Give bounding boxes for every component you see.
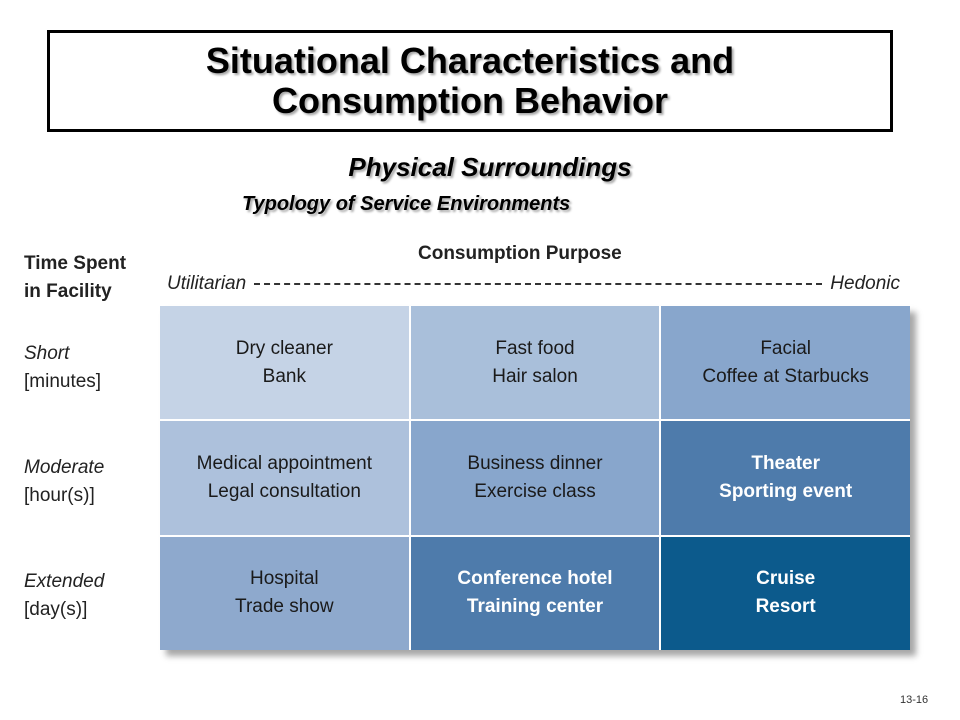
row-label-name: Moderate — [24, 457, 105, 478]
scale-right-label: Hedonic — [830, 273, 900, 294]
axis-left-line-2: in Facility — [24, 281, 112, 302]
cell-line: Theater — [751, 452, 820, 474]
typology-grid: Dry cleaner Bank Fast food Hair salon Fa… — [160, 306, 910, 650]
grid-cell: Dry cleaner Bank — [160, 306, 409, 420]
row-label-unit: [minutes] — [24, 371, 102, 392]
grid-cell: Fast food Hair salon — [410, 306, 660, 420]
row-label-moderate: Moderate [hour(s)] — [24, 454, 104, 510]
cell-line: Hair salon — [492, 365, 578, 387]
title-line-2: Consumption Behavior — [271, 80, 669, 121]
scale-left-label: Utilitarian — [167, 273, 247, 294]
cell-line: Coffee at Starbucks — [702, 365, 869, 387]
grid-cell: Conference hotel Training center — [410, 536, 660, 650]
cell-line: Trade show — [235, 596, 334, 618]
row-label-name: Extended — [24, 571, 105, 592]
row-label-short: Short [minutes] — [24, 340, 101, 396]
row-label-name: Short — [24, 343, 70, 364]
row-label-extended: Extended [day(s)] — [24, 568, 104, 624]
cell-line: Sporting event — [719, 480, 853, 502]
row-label-unit: [day(s)] — [24, 599, 88, 620]
grid-cell: Facial Coffee at Starbucks — [661, 306, 910, 420]
cell-line: Hospital — [250, 568, 319, 590]
scale-dashed-line — [254, 283, 823, 285]
subtitle: Physical Surroundings — [348, 152, 632, 182]
cell-line: Medical appointment — [196, 452, 372, 474]
cell-line: Facial — [760, 337, 811, 359]
cell-line: Resort — [755, 596, 816, 618]
title-box: Situational Characteristics and Consumpt… — [47, 30, 893, 132]
cell-line: Training center — [466, 596, 604, 618]
cell-line: Dry cleaner — [235, 337, 333, 359]
cell-line: Exercise class — [474, 480, 596, 502]
grid-cell: Medical appointment Legal consultation — [160, 421, 409, 535]
grid-cell: Cruise Resort — [661, 536, 910, 650]
slide-number: 13-16 — [900, 694, 929, 706]
axis-left-line-1: Time Spent — [24, 253, 127, 274]
cell-line: Cruise — [756, 568, 816, 590]
grid-cell: Business dinner Exercise class — [410, 421, 660, 535]
cell-line: Bank — [262, 365, 306, 387]
cell-line: Conference hotel — [457, 568, 613, 590]
slide-title: Situational Characteristics and Consumpt… — [206, 41, 734, 121]
title-line-1: Situational Characteristics and — [205, 40, 735, 81]
row-label-unit: [hour(s)] — [24, 485, 95, 506]
sub-subtitle: Typology of Service Environments — [242, 193, 571, 215]
axis-title-consumption-purpose: Consumption Purpose — [418, 243, 622, 264]
axis-title-time-spent: Time Spent in Facility — [24, 250, 126, 306]
cell-line: Fast food — [495, 337, 575, 359]
grid-cell: Hospital Trade show — [160, 536, 409, 650]
cell-line: Business dinner — [467, 452, 603, 474]
cell-line: Legal consultation — [207, 480, 361, 502]
grid-cell: Theater Sporting event — [661, 421, 910, 535]
purpose-scale: Utilitarian Hedonic — [167, 273, 900, 295]
